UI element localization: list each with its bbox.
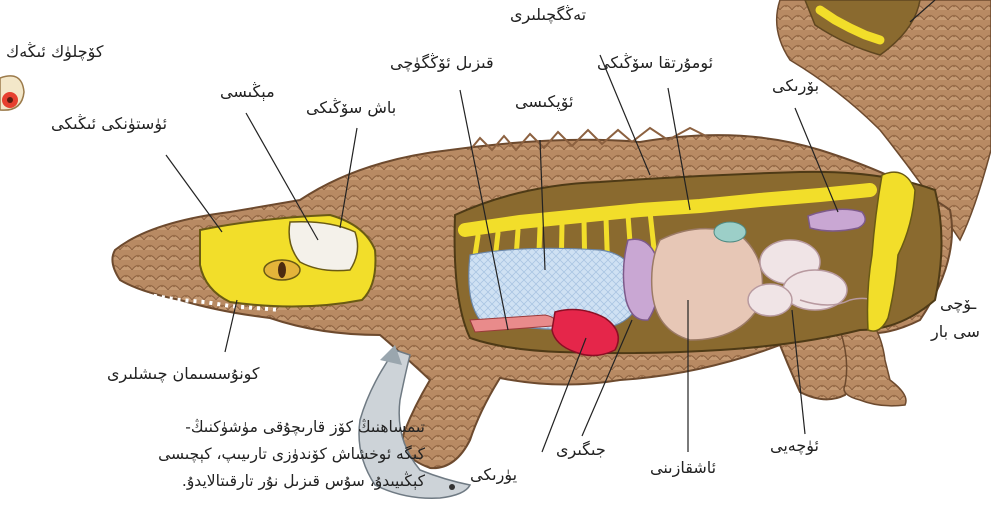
caption-line-2: كىگە ئوخشاش كۆندۈزى تارىيىپ، كېچىسى: [0, 441, 425, 468]
label-scutes: تەڭگچىلىرى: [510, 7, 586, 23]
label-inset: كۆچلۈك ئىڭەك: [6, 44, 104, 60]
caption-line-1: تىمساھنىڭ كۆز قارىچۇقى مۈشۈكنىڭ-: [0, 414, 425, 441]
caption-text: تىمساھنىڭ كۆز قارىچۇقى مۈشۈكنىڭ- كىگە ئو…: [0, 414, 425, 495]
label-spine: ئومۇرتقا سۆڭىكى: [597, 55, 713, 71]
body-cavity: [455, 172, 942, 356]
label-skull: باش سۆڭىكى: [306, 100, 396, 116]
label-red-muscle: قىزىل ئۆڭگۈچى: [390, 55, 494, 71]
label-lungs: ئۆپكىسى: [515, 94, 573, 110]
label-brain: مېڭىسى: [220, 84, 275, 100]
liver: [652, 229, 763, 340]
label-teeth: كونۇسسىمان چىشلىرى: [107, 366, 260, 382]
kidney: [808, 209, 865, 231]
label-kidney: بۆرىكى: [772, 78, 819, 94]
label-stomach: ئاشقازىنى: [650, 460, 716, 476]
label-intestine: ئۈچەيى: [770, 438, 819, 454]
label-liver: جىگىرى: [556, 442, 606, 458]
label-right-cut-1: ـۆچى: [940, 294, 976, 313]
inset-eye-circle: [0, 76, 24, 110]
caption-line-3: كېڭىيىدۇ، سۇس قىزىل نۇر تارقىتالايدۇ.: [0, 468, 425, 495]
label-right-cut-2: سى بار: [931, 322, 980, 341]
label-heart: يۈرىكى: [470, 467, 517, 483]
label-upper-jaw: ئۈستۈنكى ئىڭىكى: [51, 116, 167, 132]
gallbladder: [714, 222, 746, 242]
